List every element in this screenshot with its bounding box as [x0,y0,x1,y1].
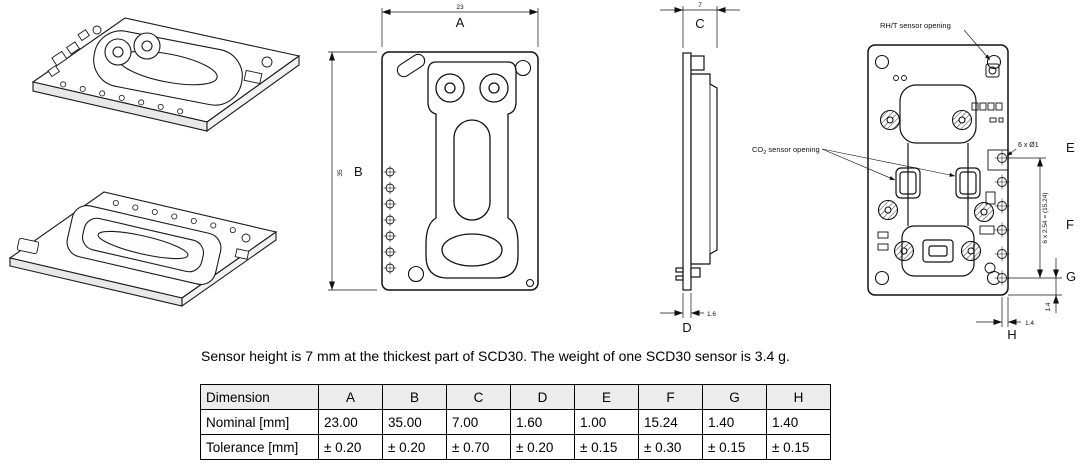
side-profile [675,52,718,291]
dim-g-label: G [1066,269,1076,284]
dimensions-table: Dimension A B C D E F G H Nominal [mm] 2… [200,384,831,460]
isometric-top-view [31,17,301,133]
front-mounting-holes [396,53,535,288]
iso-bottom-sensor-outline [66,205,222,285]
back-components [877,75,1009,274]
tolerance-h: ± 0.15 [766,434,831,460]
dim-h-value: 1.4 [1025,320,1034,327]
iso-top-components [47,25,273,85]
nominal-row-label: Nominal [mm] [200,409,319,435]
front-pcb-outline [381,51,539,291]
table-header-d: D [510,384,575,410]
tolerance-row-label: Tolerance [mm] [200,434,319,460]
holes-annotation: 6 x Ø1 [1018,142,1039,149]
rht-leader-line [963,29,991,61]
dim-d-value: 1.6 [707,311,716,318]
dim-c-value: 7 [698,2,702,9]
dim-b-value: 35 [337,169,344,177]
dim-g-value: 1.4 [1045,302,1052,311]
table-header-a: A [318,384,383,410]
tolerance-g: ± 0.15 [702,434,767,460]
nominal-g: 1.40 [702,409,767,435]
dim-b-lines [328,51,377,291]
dim-b-label: B [354,164,363,179]
dim-a-lines [381,8,539,47]
table-header-c: C [446,384,511,410]
dim-h-lines [976,297,1021,327]
table-row-nominal: Nominal [mm] 23.00 35.00 7.00 1.60 1.00 … [200,409,831,435]
co2-annotation-prefix: CO [752,145,763,154]
side-view-drawing: 7 C 1.6 D [660,2,740,335]
nominal-d: 1.60 [510,409,575,435]
dim-f-lines [1008,157,1062,279]
note-text: Sensor height is 7 mm at the thickest pa… [201,348,790,364]
co2-leader-lines [821,148,956,181]
table-header-g: G [702,384,767,410]
tolerance-c: ± 0.70 [446,434,511,460]
dim-d-lines [660,293,704,318]
dim-a-value: 23 [456,4,464,11]
co2-annotation-sub: 2 [763,150,766,156]
table-row-tolerance: Tolerance [mm] ± 0.20 ± 0.20 ± 0.70 ± 0.… [200,434,831,460]
nominal-e: 1.00 [574,409,639,435]
back-sensor-outline [895,84,981,277]
nominal-c: 7.00 [446,409,511,435]
front-view-drawing: 23 A 35 B [328,4,539,291]
tolerance-d: ± 0.20 [510,434,575,460]
nominal-b: 35.00 [382,409,447,435]
rht-annotation: RH/T sensor opening [880,21,951,30]
iso-top-sensor-body [93,30,243,106]
co2-annotation: CO2 sensor opening [752,145,820,156]
dim-e-label: E [1066,140,1075,155]
nominal-a: 23.00 [318,409,383,435]
dim-d-label: D [682,320,691,335]
co2-annotation-suffix: sensor opening [766,145,819,154]
iso-bottom-pin-holes [112,200,236,234]
tolerance-b: ± 0.20 [382,434,447,460]
back-view-drawing: RH/T sensor opening CO2 sensor opening 6… [752,21,1076,342]
table-header-f: F [638,384,703,410]
holes-leader-line [1006,148,1017,157]
dim-c-lines [660,6,740,48]
table-header-dimension: Dimension [200,384,319,410]
dim-a-label: A [456,15,465,30]
back-pcb-outline [867,44,1009,296]
rht-sensor-opening [985,63,1000,78]
nominal-f: 15.24 [638,409,703,435]
dim-c-label: C [695,16,704,31]
table-header-b: B [382,384,447,410]
back-pin-holes [994,150,1010,286]
iso-bottom-components [16,233,251,260]
tolerance-e: ± 0.15 [574,434,639,460]
iso-top-pin-holes [60,81,184,115]
table-header-row: Dimension A B C D E F G H [200,384,831,410]
tolerance-a: ± 0.20 [318,434,383,460]
table-header-e: E [574,384,639,410]
table-header-h: H [766,384,831,410]
nominal-h: 1.40 [766,409,831,435]
isometric-bottom-view [8,191,278,308]
front-pin-holes [383,165,397,275]
pitch-annotation: 6 x 2.54 = (15.24) [1042,192,1049,243]
dim-g-lines [1008,258,1062,313]
back-solder-pads [877,109,995,262]
tolerance-f: ± 0.30 [638,434,703,460]
dim-f-label: F [1066,217,1074,232]
front-sensor-body [425,61,519,279]
dim-h-label: H [1007,327,1016,342]
